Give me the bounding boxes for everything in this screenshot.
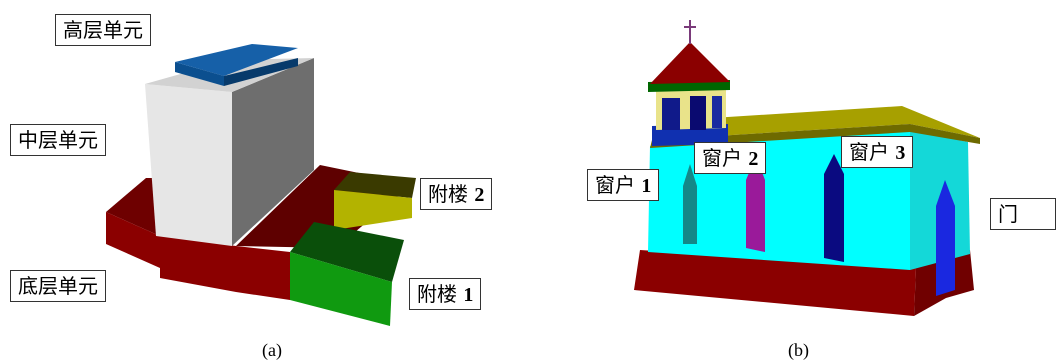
label-high-unit-text: 高层单元: [63, 18, 143, 42]
base-unit-middle-front: [236, 246, 290, 300]
label-window-3-number: 3: [895, 142, 906, 164]
window3-shape: [824, 154, 844, 262]
window2-shape: [746, 156, 765, 252]
base-unit-left-front: [106, 212, 160, 268]
label-window-1: 窗户 1: [587, 169, 660, 201]
belfry-opening-middle: [690, 96, 706, 130]
label-window-2: 窗户 2: [694, 142, 767, 174]
panel-b-model: [634, 20, 980, 316]
tower-front-face: [145, 84, 232, 246]
label-high-unit: 高层单元: [55, 14, 151, 46]
church-roof-top: [652, 106, 980, 140]
door-shape: [936, 180, 955, 296]
label-mid-unit: 中层单元: [10, 124, 106, 156]
annex1-front: [290, 252, 392, 326]
label-window-1-number: 1: [641, 175, 652, 197]
caption-panel-a: (a): [262, 340, 282, 360]
base-unit-left-top: [106, 178, 160, 236]
label-annex-2-number: 2: [474, 184, 485, 206]
label-window-3: 窗户 3: [841, 136, 914, 168]
label-annex-1-number: 1: [463, 284, 474, 306]
annex1-top: [290, 222, 404, 282]
panel-a-model: [106, 44, 416, 326]
label-annex-1-text: 附楼: [417, 282, 457, 306]
belfry-opening-right: [712, 96, 722, 128]
label-window-2-text: 窗户: [702, 146, 742, 170]
roof-unit-front: [175, 62, 224, 86]
annex2-front: [334, 190, 412, 230]
church-base-front: [634, 250, 916, 316]
label-mid-unit-text: 中层单元: [18, 128, 98, 152]
window1-shape: [683, 164, 697, 244]
label-low-unit: 底层单元: [10, 270, 106, 302]
base-unit-front: [160, 236, 236, 292]
caption-panel-b: (b): [788, 340, 809, 360]
label-annex-2-text: 附楼: [428, 182, 468, 206]
label-door: 门: [990, 198, 1056, 230]
roof-unit-top: [175, 44, 298, 76]
label-annex-1: 附楼 1: [409, 278, 482, 310]
label-annex-2: 附楼 2: [420, 178, 493, 210]
belfry-opening-left: [662, 98, 680, 130]
tower-spire: [650, 42, 730, 84]
label-low-unit-text: 底层单元: [18, 274, 98, 298]
label-window-1-text: 窗户: [595, 173, 635, 197]
roof-unit-side: [224, 58, 298, 86]
label-window-3-text: 窗户: [849, 140, 889, 164]
label-window-2-number: 2: [748, 148, 759, 170]
tower-side-face: [232, 58, 314, 246]
label-door-text: 门: [998, 202, 1018, 226]
annex2-top: [334, 172, 416, 198]
